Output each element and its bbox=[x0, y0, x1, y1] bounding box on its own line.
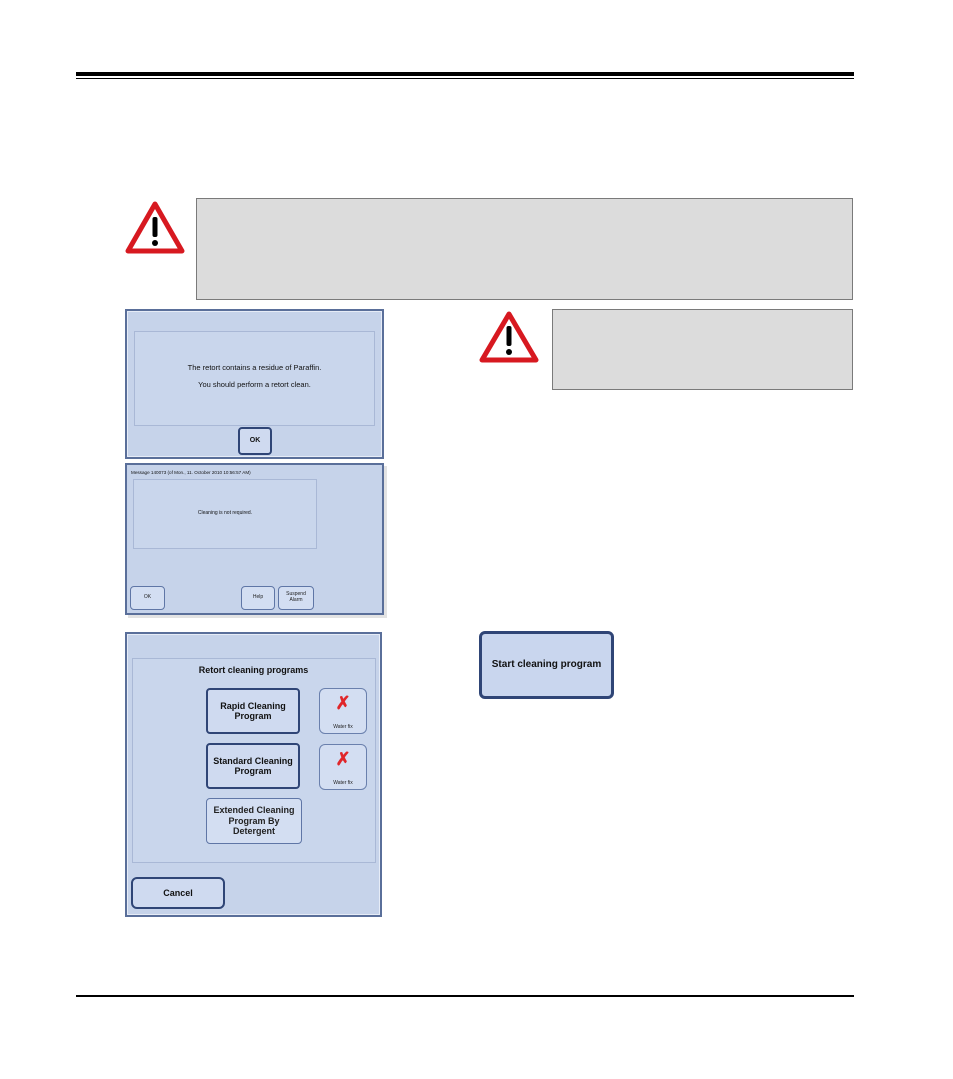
help-button[interactable]: Help bbox=[241, 586, 275, 610]
caution-note-box bbox=[552, 309, 853, 390]
cancel-button[interactable]: Cancel bbox=[131, 877, 225, 909]
ok-button[interactable]: OK bbox=[238, 427, 272, 455]
standard-cleaning-program-button[interactable]: Standard Cleaning Program bbox=[206, 743, 300, 789]
message-dialog: Message 140073 (of Mon., 11. October 201… bbox=[125, 463, 384, 615]
dialog-message-frame bbox=[134, 331, 375, 426]
dialog-message-line-1: The retort contains a residue of Paraffi… bbox=[187, 363, 322, 372]
dialog-message-line-2: You should perform a retort clean. bbox=[198, 380, 311, 389]
suspend-alarm-button[interactable]: Suspend Alarm bbox=[278, 586, 314, 610]
red-cross-icon: ✗ bbox=[335, 749, 351, 769]
water-fix-label: Water fix bbox=[333, 724, 353, 730]
extended-cleaning-program-button[interactable]: Extended Cleaning Program By Detergent bbox=[206, 798, 302, 844]
warning-triangle-icon bbox=[478, 310, 540, 364]
warning-note-box bbox=[196, 198, 853, 300]
start-cleaning-program-button[interactable]: Start cleaning program bbox=[479, 631, 614, 699]
water-fix-tile[interactable]: ✗ Water fix bbox=[319, 744, 367, 790]
rapid-cleaning-program-button[interactable]: Rapid Cleaning Program bbox=[206, 688, 300, 734]
footer-rule bbox=[76, 995, 854, 997]
water-fix-label: Water fix bbox=[333, 780, 353, 786]
red-cross-icon: ✗ bbox=[335, 693, 351, 713]
message-frame bbox=[133, 479, 317, 549]
retort-cleaning-programs-screen: Retort cleaning programs Rapid Cleaning … bbox=[125, 632, 382, 917]
water-fix-tile[interactable]: ✗ Water fix bbox=[319, 688, 367, 734]
message-header: Message 140073 (of Mon., 11. October 201… bbox=[131, 470, 251, 475]
screen-title: Retort cleaning programs bbox=[198, 665, 309, 675]
message-text: Cleaning is not required. bbox=[197, 510, 253, 516]
header-rule bbox=[76, 72, 854, 76]
header-rule-thin bbox=[76, 78, 854, 79]
paraffin-residue-dialog: The retort contains a residue of Paraffi… bbox=[125, 309, 384, 459]
warning-triangle-icon bbox=[125, 200, 185, 255]
ok-button[interactable]: OK bbox=[130, 586, 165, 610]
